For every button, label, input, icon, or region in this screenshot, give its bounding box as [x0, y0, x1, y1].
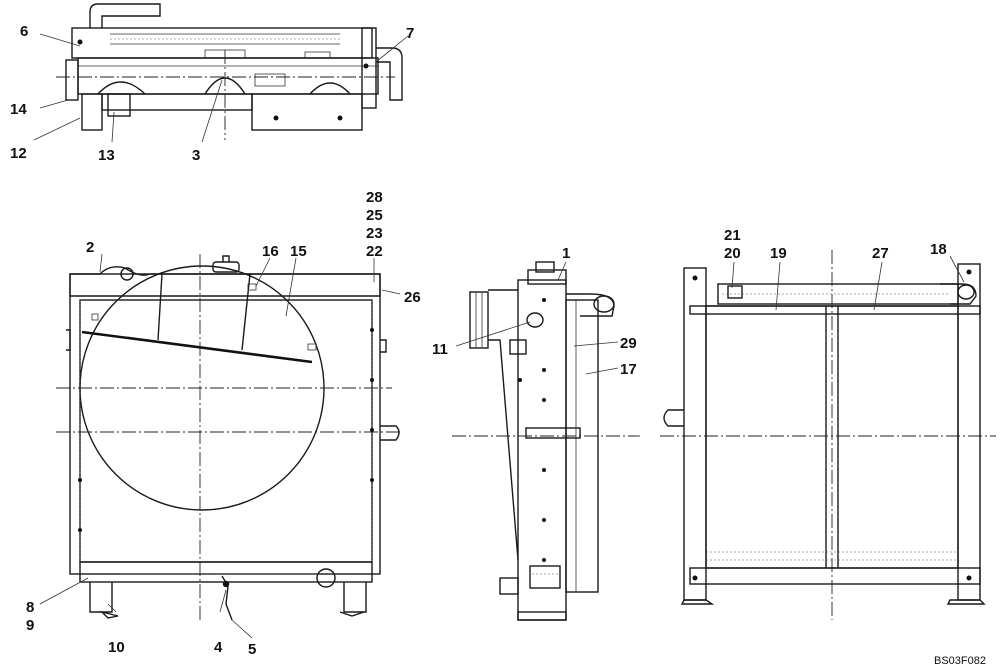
callout-20: 20	[724, 245, 741, 262]
front-view-frame	[69, 273, 381, 575]
side-view	[452, 261, 640, 621]
callout-16: 16	[262, 243, 279, 260]
callout-3: 3	[192, 147, 200, 164]
callout-25: 25	[366, 207, 383, 224]
callout-4: 4	[214, 639, 223, 656]
callout-23: 23	[366, 225, 383, 242]
callout-1: 1	[562, 245, 570, 262]
callout-27: 28	[366, 189, 383, 206]
callout-22: 22	[366, 243, 383, 260]
top-view	[56, 3, 403, 140]
callout-13: 13	[98, 147, 115, 164]
callout-17: 17	[620, 361, 637, 378]
top-view-core	[77, 57, 379, 95]
front-view	[56, 254, 400, 621]
callout-21: 21	[724, 227, 741, 244]
callout-14: 14	[10, 101, 27, 118]
callout-18: 18	[930, 241, 947, 258]
side-view-core	[517, 279, 567, 621]
callout-29: 29	[620, 335, 637, 352]
callout-19: 19	[770, 245, 787, 262]
callout-8: 8	[26, 599, 34, 616]
top-view-tank	[71, 27, 373, 59]
callout-9: 9	[26, 617, 34, 634]
top-inlet-hose	[89, 3, 161, 28]
callout-2: 2	[86, 239, 94, 256]
callout-28: 27	[872, 245, 889, 262]
rear-view	[660, 250, 996, 620]
callout-15: 15	[290, 243, 307, 260]
callout-26: 26	[404, 289, 421, 306]
side-view-cooler	[565, 299, 599, 593]
callout-10: 10	[108, 639, 125, 656]
callout-12: 12	[10, 145, 27, 162]
callout-7: 7	[406, 25, 414, 42]
callout-11: 11	[432, 341, 448, 358]
leader-lines	[33, 33, 965, 639]
callout-6: 6	[20, 23, 28, 40]
callout-labels: 6 7 14 12 13 3 28 25 23 22 2 16 15 26 8 …	[10, 23, 986, 667]
figure-code: BS03F082	[934, 655, 986, 667]
callout-5: 5	[248, 641, 256, 658]
